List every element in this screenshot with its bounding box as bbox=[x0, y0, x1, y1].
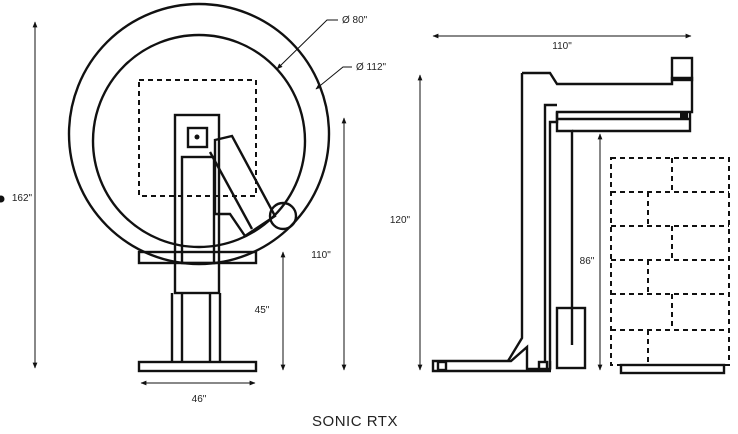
carriage-pin bbox=[194, 134, 200, 140]
mast-outline bbox=[431, 71, 694, 373]
base-plate bbox=[137, 360, 258, 373]
mast-inner bbox=[543, 103, 557, 361]
foot-right bbox=[537, 360, 549, 372]
film-carriage bbox=[555, 306, 587, 370]
dim-height-mast: 86" bbox=[580, 256, 595, 267]
press-pad bbox=[680, 113, 688, 118]
pallet-load-dashed bbox=[610, 157, 730, 366]
inner-ring bbox=[91, 33, 307, 249]
side-view: 110" bbox=[390, 33, 730, 375]
dim-height-total: 162" bbox=[12, 193, 33, 204]
front-view: 162" 110" 45" 46" Ø 80" Ø 112" bbox=[0, 2, 386, 405]
dim-width-base: 46" bbox=[192, 394, 207, 405]
dim-height-arm: 110" bbox=[311, 250, 331, 261]
dim-width-total: 110" bbox=[552, 41, 572, 52]
outer-ring bbox=[67, 2, 331, 266]
dim-height-total-side: 120" bbox=[390, 215, 411, 226]
pallet-base bbox=[619, 363, 726, 375]
top-press-arm bbox=[555, 112, 574, 345]
dim-height-table: 45" bbox=[255, 305, 270, 316]
turntable bbox=[137, 250, 258, 265]
carriage-block bbox=[186, 126, 209, 149]
top-cap bbox=[670, 56, 694, 82]
foot-left bbox=[436, 360, 448, 372]
label-diameter-inner: Ø 80" bbox=[342, 15, 368, 26]
load-footprint-dashed bbox=[138, 79, 257, 197]
label-diameter-outer: Ø 112" bbox=[356, 62, 386, 73]
product-caption: SONIC RTX bbox=[312, 413, 398, 430]
column-upper bbox=[173, 113, 221, 295]
wrap-arm bbox=[213, 134, 277, 238]
film-roll-head bbox=[268, 201, 298, 231]
